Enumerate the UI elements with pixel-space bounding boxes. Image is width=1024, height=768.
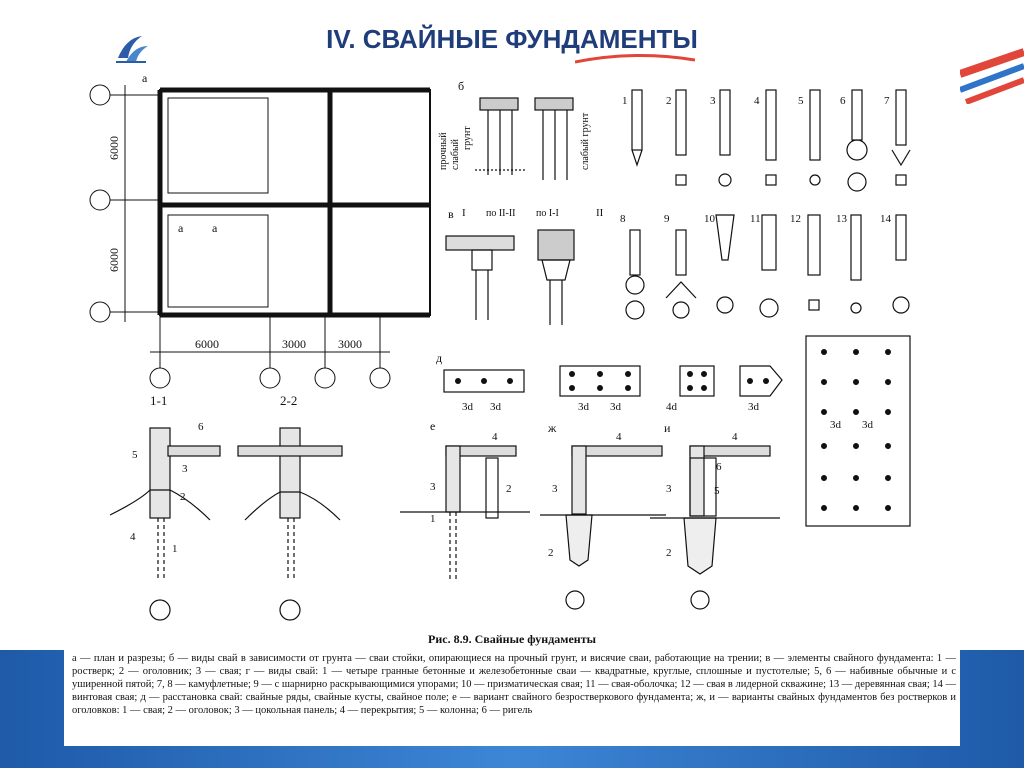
pile-num-14: 14 xyxy=(880,213,892,225)
spacing-3d-1: 3d xyxy=(462,401,474,413)
pile-num-3: 3 xyxy=(710,95,716,107)
plan-pile-dots xyxy=(157,87,418,318)
spacing-a-1: а xyxy=(178,221,184,235)
section-1-1-label: 1-1 xyxy=(150,393,167,408)
callout-6-s1: 6 xyxy=(198,421,204,433)
mark-I: I xyxy=(462,207,466,219)
pile-num-11: 11 xyxy=(750,213,761,225)
pile-num-5: 5 xyxy=(798,95,804,107)
soil-label-strong: прочный xyxy=(438,132,449,170)
callout-4-e: 4 xyxy=(492,431,498,443)
dim-6000-mid: 6000 xyxy=(107,248,121,272)
pile-num-9: 9 xyxy=(664,213,670,225)
pile-num-2: 2 xyxy=(666,95,672,107)
pile-num-7: 7 xyxy=(884,95,890,107)
section-1-1 xyxy=(109,427,221,621)
spacing-3d-6: 3d xyxy=(830,419,842,431)
soil-label-weak: слабый xyxy=(450,138,461,170)
figure-description: а — план и разрезы; б — виды свай в зави… xyxy=(72,653,956,716)
panel-b xyxy=(475,97,574,180)
callout-3-s1: 3 xyxy=(182,463,188,475)
callout-3-e: 3 xyxy=(430,481,436,493)
spacing-4d: 4d xyxy=(666,401,678,413)
callout-1-s1: 1 xyxy=(172,543,178,555)
label-a: а xyxy=(142,71,148,85)
pile-num-12: 12 xyxy=(790,213,801,225)
label-zh: ж xyxy=(547,421,557,435)
spacing-3d-2: 3d xyxy=(490,401,502,413)
spacing-3d-7: 3d xyxy=(862,419,874,431)
mark-II: II xyxy=(596,207,604,219)
label-i: и xyxy=(664,421,671,435)
panel-v xyxy=(445,229,575,325)
panel-e xyxy=(400,445,530,580)
pile-num-8: 8 xyxy=(620,213,626,225)
label-v: в xyxy=(448,207,454,221)
plan-panel xyxy=(157,87,431,318)
label-d: д xyxy=(436,351,442,365)
callout-6-i: 6 xyxy=(716,461,722,473)
spacing-a-2: а xyxy=(212,221,218,235)
corner-decoration xyxy=(960,48,1024,104)
dim-6000-bottom: 6000 xyxy=(195,337,219,351)
mark-po-II-II: по II-II xyxy=(486,208,516,219)
mark-po-I-I: по I-I xyxy=(536,208,559,219)
callout-2-s1: 2 xyxy=(180,491,186,503)
panel-d xyxy=(443,335,911,527)
spacing-3d-5: 3d xyxy=(748,401,760,413)
dim-3000-b: 3000 xyxy=(338,337,362,351)
slide-title: IV. СВАЙНЫЕ ФУНДАМЕНТЫ xyxy=(326,24,698,54)
callout-2-zh: 2 xyxy=(548,547,554,559)
dim-6000-top: 6000 xyxy=(107,136,121,160)
panel-i xyxy=(650,445,780,610)
callout-4-i: 4 xyxy=(732,431,738,443)
logo-icon xyxy=(116,36,148,63)
pile-num-1: 1 xyxy=(622,95,628,107)
label-b: б xyxy=(458,79,464,93)
callout-4-zh: 4 xyxy=(616,431,622,443)
section-2-2 xyxy=(237,427,343,621)
callout-3-zh: 3 xyxy=(552,483,558,495)
callout-1-e: 1 xyxy=(430,513,436,525)
panel-d-dots xyxy=(455,349,891,511)
pile-num-13: 13 xyxy=(836,213,848,225)
panel-g-pile-types xyxy=(625,89,911,320)
label-e: е xyxy=(430,419,435,433)
soil-label-ground: грунт xyxy=(462,126,473,150)
callout-4-s1: 4 xyxy=(130,531,136,543)
panel-zh xyxy=(540,445,666,610)
title-underline xyxy=(575,53,695,64)
callout-2-i: 2 xyxy=(666,547,672,559)
callout-2-e: 2 xyxy=(506,483,512,495)
plan-grid-axes xyxy=(89,84,391,389)
spacing-3d-3: 3d xyxy=(578,401,590,413)
dim-3000-a: 3000 xyxy=(282,337,306,351)
pile-type-numbers: 1 2 3 4 5 6 7 8 9 10 11 12 13 14 xyxy=(620,95,892,225)
caption-box: Рис. 8.9. Свайные фундаменты а — план и … xyxy=(64,626,960,746)
soil-label-weak-ground: слабый грунт xyxy=(580,112,591,170)
section-2-2-label: 2-2 xyxy=(280,393,297,408)
callout-5-s1: 5 xyxy=(132,449,138,461)
figure-caption: Рис. 8.9. Свайные фундаменты xyxy=(428,632,596,646)
pile-num-4: 4 xyxy=(754,95,760,107)
pile-num-10: 10 xyxy=(704,213,716,225)
callout-numbers: 3 4 2 1 3 4 2 3 4 6 5 2 5 6 3 2 4 1 xyxy=(130,421,738,559)
pile-num-6: 6 xyxy=(840,95,846,107)
spacing-3d-4: 3d xyxy=(610,401,622,413)
callout-3-i: 3 xyxy=(666,483,672,495)
callout-5-i: 5 xyxy=(714,485,720,497)
